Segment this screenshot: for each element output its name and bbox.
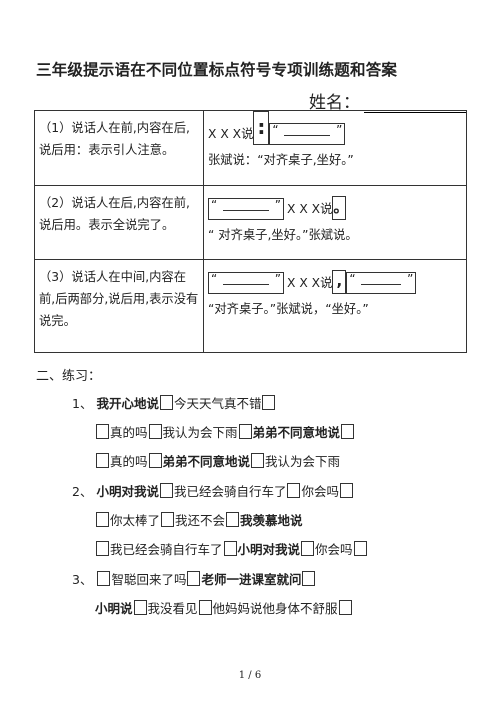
exercise-line: 小明说我没看见他妈妈说他身体不舒服 bbox=[95, 598, 353, 617]
rule-row-3: （3）说话人在中间,内容在前,后两部分,说后用,表示没有说完。 “” X X X… bbox=[34, 259, 467, 353]
rule-pattern: “” X X X说 , “” bbox=[208, 266, 462, 294]
rule-pattern: “” X X X说 。 bbox=[208, 192, 462, 220]
exercise-text: 小明对我说 bbox=[237, 542, 301, 557]
rule-description: （3）说话人在中间,内容在前,后两部分,说后用,表示没有说完。 bbox=[34, 259, 204, 353]
punctuation-answer-box[interactable] bbox=[302, 571, 316, 586]
rule-example-sentence: “ 对齐桌子,坐好。”张斌说。 bbox=[208, 228, 358, 242]
punctuation-answer-box[interactable] bbox=[353, 541, 367, 556]
exercise-text: 真的吗 bbox=[110, 425, 148, 440]
punctuation-answer-box[interactable] bbox=[159, 395, 173, 410]
speaker-placeholder: X X X说 bbox=[287, 202, 333, 216]
rule-example-sentence: “对齐桌子。”张斌说，“坐好。” bbox=[208, 302, 369, 316]
exercise-number: 1、 bbox=[72, 396, 93, 411]
exercise-text: 我还不会 bbox=[175, 513, 226, 528]
exercise-text: 我没看见 bbox=[147, 601, 198, 616]
rule-example-cell: X X X说 : “” 张斌说：“对齐桌子,坐好。” bbox=[203, 110, 467, 186]
punctuation-answer-box[interactable] bbox=[287, 483, 301, 498]
exercise-number: 2、 bbox=[72, 484, 93, 499]
exercise-text: 我已经会骑自行车了 bbox=[173, 484, 287, 499]
exercise-text: 弟弟不同意地说 bbox=[162, 454, 251, 469]
rule-description: （1）说话人在前,内容在后,说后用：表示引人注意。 bbox=[34, 110, 204, 186]
speaker-placeholder: X X X说 bbox=[208, 127, 254, 141]
rule-pattern: X X X说 : “” bbox=[208, 111, 462, 145]
exercise-line: 2、小明对我说我已经会骑自行车了你会吗 bbox=[72, 481, 354, 500]
punctuation-answer-box[interactable] bbox=[338, 600, 352, 615]
exercise-text: 智聪回来了吗 bbox=[111, 572, 187, 587]
rule-description: （2）说话人在后,内容在前,说后用。表示全说完了。 bbox=[34, 185, 204, 260]
rule-row-2: （2）说话人在后,内容在前,说后用。表示全说完了。 “” X X X说 。 “ … bbox=[34, 185, 467, 260]
punctuation-answer-box[interactable] bbox=[133, 600, 147, 615]
mark-box: 。 bbox=[332, 196, 348, 220]
exercise-line: 真的吗我认为会下雨弟弟不同意地说 bbox=[95, 422, 355, 441]
quote-box: “” bbox=[346, 272, 417, 294]
rule-example-cell: “” X X X说 。 “ 对齐桌子,坐好。”张斌说。 bbox=[203, 185, 467, 260]
punctuation-answer-box[interactable] bbox=[238, 424, 252, 439]
punctuation-answer-box[interactable] bbox=[96, 424, 109, 439]
exercise-text: 你会吗 bbox=[301, 484, 339, 499]
exercise-text: 我已经会骑自行车了 bbox=[110, 542, 223, 557]
exercise-text: 弟弟不同意地说 bbox=[252, 425, 341, 440]
punctuation-answer-box[interactable] bbox=[251, 453, 265, 468]
rule-row-1: （1）说话人在前,内容在后,说后用：表示引人注意。 X X X说 : “” 张斌… bbox=[34, 110, 467, 186]
punctuation-answer-box[interactable] bbox=[301, 541, 315, 556]
exercise-text: 真的吗 bbox=[110, 454, 148, 469]
exercise-line: 真的吗弟弟不同意地说我认为会下雨 bbox=[95, 451, 340, 470]
punctuation-answer-box[interactable] bbox=[198, 600, 212, 615]
punctuation-answer-box[interactable] bbox=[262, 395, 276, 410]
punctuation-answer-box[interactable] bbox=[341, 424, 355, 439]
exercise-text: 我开心地说 bbox=[96, 396, 159, 411]
section-title: 二、练习： bbox=[36, 369, 102, 384]
exercise-line: 1、我开心地说今天天气真不错 bbox=[72, 393, 276, 412]
punctuation-answer-box[interactable] bbox=[187, 571, 201, 586]
exercise-text: 我羡慕地说 bbox=[240, 513, 303, 528]
punctuation-answer-box[interactable] bbox=[96, 453, 109, 468]
exercise-text: 他妈妈说他身体不舒服 bbox=[212, 601, 338, 616]
exercise-text: 今天天气真不错 bbox=[173, 396, 262, 411]
exercise-text: 老师一进课室就问 bbox=[201, 572, 302, 587]
page-number: 1 / 6 bbox=[238, 670, 262, 681]
punctuation-answer-box[interactable] bbox=[96, 512, 109, 527]
punctuation-answer-box[interactable] bbox=[161, 512, 175, 527]
exercise-text: 你会吗 bbox=[315, 542, 353, 557]
quote-box: “” bbox=[269, 123, 346, 145]
punctuation-answer-box[interactable] bbox=[148, 453, 162, 468]
quote-box: “” bbox=[208, 272, 284, 294]
punctuation-answer-box[interactable] bbox=[159, 483, 173, 498]
exercise-text: 小明说 bbox=[95, 601, 133, 616]
rule-example-sentence: 张斌说：“对齐桌子,坐好。” bbox=[208, 153, 354, 167]
exercise-text: 小明对我说 bbox=[96, 484, 159, 499]
speaker-placeholder: X X X说 bbox=[287, 276, 333, 290]
exercise-line: 3、 智聪回来了吗老师一进课室就问 bbox=[72, 569, 316, 588]
exercise-text: 我认为会下雨 bbox=[162, 425, 238, 440]
page-title: 三年级提示语在不同位置标点符号专项训练题和答案 bbox=[36, 61, 398, 79]
punctuation-answer-box[interactable] bbox=[226, 512, 240, 527]
exercise-line: 我已经会骑自行车了小明对我说你会吗 bbox=[95, 539, 368, 558]
rule-example-cell: “” X X X说 , “” “对齐桌子。”张斌说，“坐好。” bbox=[203, 259, 467, 353]
exercise-line: 你太棒了我还不会我羡慕地说 bbox=[95, 510, 303, 529]
punctuation-answer-box[interactable] bbox=[148, 424, 162, 439]
rules-table: （1）说话人在前,内容在后,说后用：表示引人注意。 X X X说 : “” 张斌… bbox=[34, 110, 467, 353]
punctuation-answer-box[interactable] bbox=[223, 541, 237, 556]
mark-box: : bbox=[253, 111, 270, 145]
name-label: 姓名： bbox=[309, 93, 360, 113]
punctuation-answer-box[interactable] bbox=[340, 483, 353, 498]
exercise-text: 你太棒了 bbox=[110, 513, 161, 528]
punctuation-answer-box[interactable] bbox=[96, 541, 109, 556]
exercise-number: 3、 bbox=[72, 572, 93, 587]
mark-box: , bbox=[332, 270, 347, 294]
quote-box: “” bbox=[208, 198, 284, 220]
punctuation-answer-box[interactable] bbox=[97, 571, 111, 586]
exercise-text: 我认为会下雨 bbox=[265, 454, 341, 469]
